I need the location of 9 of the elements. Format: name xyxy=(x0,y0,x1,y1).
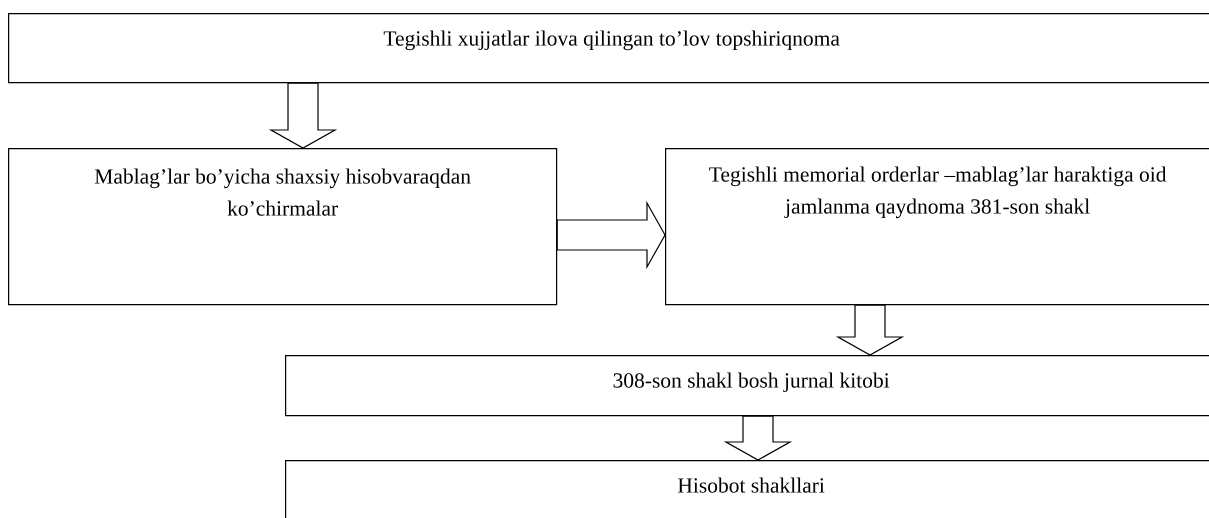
block-arrow xyxy=(268,82,338,149)
process-box: Mablag’lar bo’yicha shaxsiy hisobvaraqdan ko’chirmalar xyxy=(8,148,558,306)
block-arrow xyxy=(723,415,793,461)
process-box: Tegishli memorial orderlar –mablag’lar haraktiga oid jamlanma qaydnoma 381-son shakl xyxy=(665,148,1209,306)
block-arrow xyxy=(556,200,666,270)
block-arrow xyxy=(835,304,905,356)
process-box: Hisobot shakllari xyxy=(285,459,1209,518)
process-box: 308-son shakl bosh jurnal kitobi xyxy=(285,355,1209,417)
process-box: Tegishli xujjatlar ilova qilingan to’lov topshiriqnoma xyxy=(8,13,1209,84)
